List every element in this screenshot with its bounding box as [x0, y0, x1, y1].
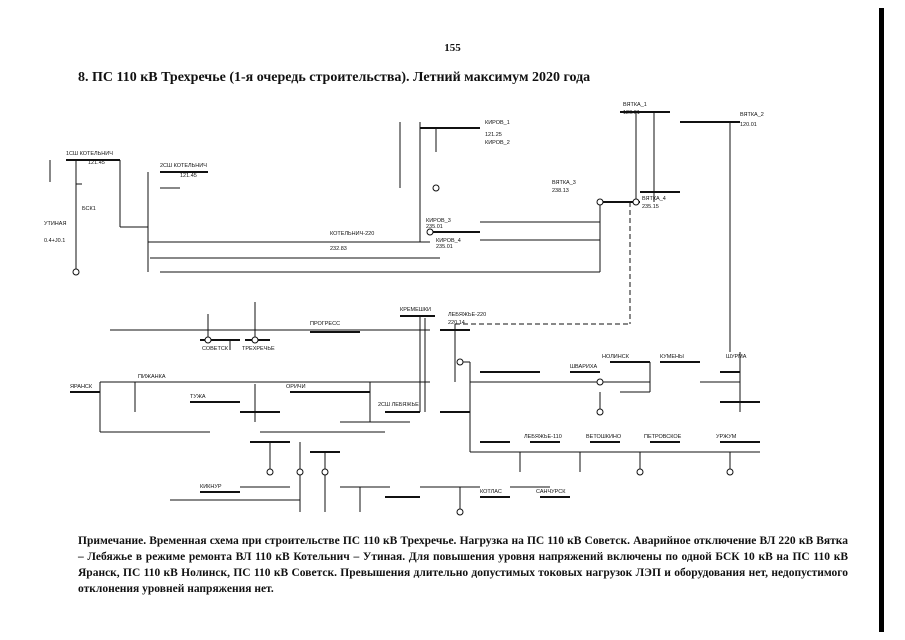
shurma-label: ШУРМА: [726, 354, 747, 360]
urzhum-label: УРЖУМ: [716, 434, 737, 440]
lebyazhye-220-label: ЛЕБЯЖЬЕ-220: [448, 312, 486, 318]
kotelnich-220-label: КОТЕЛЬНИЧ-220: [330, 231, 374, 237]
single-line-diagram: 1СШ КОТЕЛЬНИЧ 121.45 2СШ КОТЕЛЬНИЧ 121.4…: [44, 102, 764, 516]
bus-kotelnich-2-label: 2СШ КОТЕЛЬНИЧ: [160, 163, 207, 169]
pizhanka-label: ПИЖАНКА: [138, 374, 166, 380]
sovetsk-label: СОВЕТСК: [202, 346, 229, 352]
lebyazhye-bus-label: 2СШ ЛЕБЯЖЬЕ: [378, 402, 419, 408]
kremeshki-label: КРЕМЕШКИ: [400, 307, 431, 313]
trekhreche-label: ТРЕХРЕЧЬЕ: [242, 346, 275, 352]
kirovo-3-label: КИРОВ_3: [426, 218, 451, 224]
kotelnich-bus2-label: 232.83: [330, 246, 347, 252]
tuzha-label: ТУЖА: [190, 394, 206, 400]
vyatka-3-voltage: 238.13: [552, 188, 569, 194]
utinaya-flow: 0.4+J0.1: [44, 238, 65, 244]
vyatka-4-label: ВЯТКА_4: [642, 196, 666, 202]
kirovo-2-label: КИРОВ_2: [485, 140, 510, 146]
page-edge-bar: [879, 8, 884, 632]
page-number: 155: [444, 42, 461, 54]
vyatka-1-label: ВЯТКА_1: [623, 102, 647, 108]
vyatka-3-label: ВЯТКА_3: [552, 180, 576, 186]
vyatka-2-label: ВЯТКА_2: [740, 112, 764, 118]
kirovo-1-voltage: 121.25: [485, 132, 502, 138]
lebyazhye-110-label: ЛЕБЯЖЬЕ-110: [524, 434, 562, 440]
bus-kotelnich-1-voltage: 121.45: [88, 160, 105, 166]
bsk1-left-label: БСК1: [82, 206, 96, 212]
page-title: 8. ПС 110 кВ Трехречье (1-я очередь стро…: [78, 70, 591, 85]
utinaya-label: УТИНАЯ: [44, 221, 66, 227]
vyatka-2-voltage: 120.01: [740, 122, 757, 128]
shvarikha-label: ШВАРИХА: [570, 364, 597, 370]
kotlas-label: КОТЛАС: [480, 489, 502, 495]
sanchursk-label: САНЧУРСК: [536, 489, 566, 495]
kirovo-3-voltage: 235.01: [426, 224, 443, 230]
orichi-label: ОРИЧИ: [286, 384, 306, 390]
yaransk-label: ЯРАНСК: [70, 384, 93, 390]
progress-label: ПРОГРЕСС: [310, 321, 340, 327]
kirov-4-voltage: 235.01: [436, 244, 453, 250]
nolinsk-label: НОЛИНСК: [602, 354, 630, 360]
vyatka-4-voltage: 235.15: [642, 204, 659, 210]
kirov-4-label: КИРОВ_4: [436, 238, 461, 244]
bus-kotelnich-1-label: 1СШ КОТЕЛЬНИЧ: [66, 151, 113, 157]
bus-kotelnich-2-voltage: 121.45: [180, 173, 197, 179]
footnote: Примечание. Временная схема при строител…: [78, 535, 848, 595]
lebyazhye-220-voltage: 220.14: [448, 320, 465, 326]
kumeny-label: КУМЕНЫ: [660, 354, 684, 360]
kirovo-1-label: КИРОВ_1: [485, 120, 510, 126]
petrovskoe-label: ПЕТРОВСКОЕ: [644, 434, 682, 440]
vyatka-1-voltage: 120.01: [623, 110, 640, 116]
vetoshkino-label: ВЕТОШКИНО: [586, 434, 622, 440]
kiknur-label: КИКНУР: [200, 484, 222, 490]
